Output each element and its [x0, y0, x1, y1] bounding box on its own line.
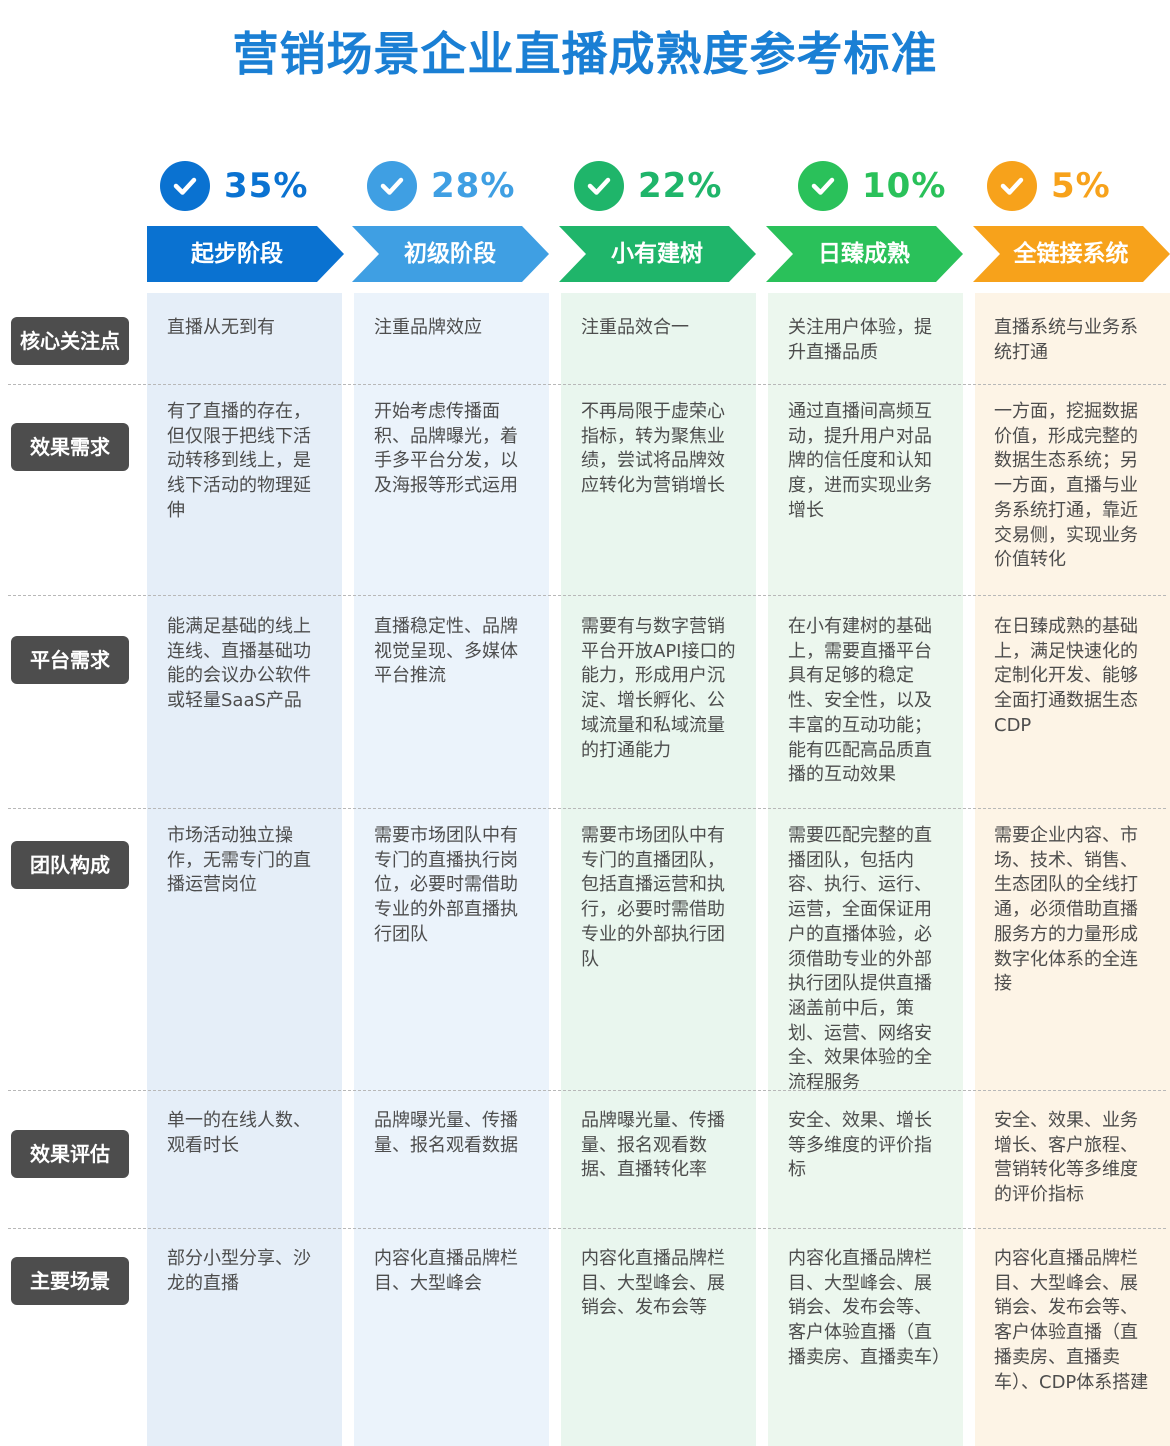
stage-label: 全链接系统: [1013, 241, 1129, 267]
row-label: 效果需求: [11, 423, 129, 471]
stage-percent: 22%: [638, 166, 723, 206]
table-cell: 一方面，挖掘数据价值，形成完整的数据生态系统；另一方面，直播与业务系统打通，靠近…: [994, 401, 1138, 571]
stage-percent-group: 28%: [367, 158, 515, 214]
table-cell: 需要市场团队中有专门的直播团队，包括直播运营和执行，必要时需借助专业的外部执行团…: [581, 825, 725, 970]
row-divider: [8, 1090, 1166, 1091]
table-cell: 内容化直播品牌栏目、大型峰会: [374, 1248, 518, 1294]
table-cell: 单一的在线人数、观看时长: [167, 1110, 311, 1156]
table-cell: 直播从无到有: [167, 317, 275, 338]
table-cell: 安全、效果、增长等多维度的评价指标: [788, 1110, 932, 1181]
stage-percent: 10%: [862, 166, 947, 206]
table-cell: 有了直播的存在，但仅限于把线下活动转移到线上，是线下活动的物理延伸: [167, 401, 311, 521]
stage-column-bg: [768, 293, 963, 1446]
table-cell: 关注用户体验，提升直播品质: [788, 317, 932, 363]
check-circle-icon: [160, 161, 210, 211]
table-cell: 注重品牌效应: [374, 317, 482, 338]
check-circle-icon: [367, 161, 417, 211]
row-divider: [8, 384, 1166, 385]
stage-percent-group: 10%: [798, 158, 946, 214]
table-cell: 需要企业内容、市场、技术、销售、生态团队的全线打通，必须借助直播服务方的力量形成…: [994, 825, 1138, 995]
stage-label: 小有建树: [611, 241, 703, 267]
stage-banner: 小有建树: [559, 226, 756, 282]
table-cell: 内容化直播品牌栏目、大型峰会、展销会、发布会等、客户体验直播（直播卖房、直播卖车…: [994, 1248, 1149, 1393]
table-cell: 不再局限于虚荣心指标，转为聚焦业绩，尝试将品牌效应转化为营销增长: [581, 401, 725, 497]
stage-percent: 5%: [1051, 166, 1111, 206]
table-cell: 注重品效合一: [581, 317, 689, 338]
table-cell: 通过直播间高频互动，提升用户对品牌的信任度和认知度，进而实现业务增长: [788, 401, 932, 521]
stage-label: 起步阶段: [191, 241, 283, 267]
check-circle-icon: [798, 161, 848, 211]
stage-column-bg: [561, 293, 756, 1446]
table-cell: 在日臻成熟的基础上，满足快速化的定制化开发、能够全面打通数据生态CDP: [994, 616, 1138, 736]
table-cell: 内容化直播品牌栏目、大型峰会、展销会、发布会等: [581, 1248, 725, 1319]
check-circle-icon: [987, 161, 1037, 211]
page-title: 营销场景企业直播成熟度参考标准: [232, 27, 938, 81]
stage-column-bg: [354, 293, 549, 1446]
table-cell: 在小有建树的基础上，需要直播平台具有足够的稳定性、安全性，以及丰富的互动功能；能…: [788, 616, 932, 786]
stage-percent: 35%: [224, 166, 309, 206]
row-label: 主要场景: [11, 1257, 129, 1305]
stage-banner: 起步阶段: [147, 226, 344, 282]
table-cell: 直播系统与业务系统打通: [994, 317, 1138, 363]
stage-banner: 初级阶段: [352, 226, 549, 282]
stage-percent-group: 22%: [574, 158, 722, 214]
check-circle-icon: [574, 161, 624, 211]
row-divider: [8, 1228, 1166, 1229]
table-cell: 需要有与数字营销平台开放API接口的能力，形成用户沉淀、增长孵化、公域流量和私域…: [581, 616, 736, 761]
row-divider: [8, 808, 1166, 809]
table-cell: 品牌曝光量、传播量、报名观看数据: [374, 1110, 518, 1156]
stage-column-bg: [147, 293, 342, 1446]
row-divider: [8, 595, 1166, 596]
table-cell: 安全、效果、业务增长、客户旅程、营销转化等多维度的评价指标: [994, 1110, 1138, 1206]
row-label: 平台需求: [11, 636, 129, 684]
stage-banner: 全链接系统: [973, 226, 1170, 282]
table-cell: 内容化直播品牌栏目、大型峰会、展销会、发布会等、客户体验直播（直播卖房、直播卖车…: [788, 1248, 950, 1368]
table-cell: 需要市场团队中有专门的直播执行岗位，必要时需借助专业的外部直播执行团队: [374, 825, 518, 945]
stage-percent-group: 35%: [160, 158, 308, 214]
stage-percent: 28%: [431, 166, 516, 206]
table-cell: 市场活动独立操作，无需专门的直播运营岗位: [167, 825, 311, 896]
row-label: 效果评估: [11, 1130, 129, 1178]
table-cell: 品牌曝光量、传播量、报名观看数据、直播转化率: [581, 1110, 725, 1181]
table-cell: 直播稳定性、品牌视觉呈现、多媒体平台推流: [374, 616, 518, 687]
stage-percent-group: 5%: [987, 158, 1111, 214]
table-cell: 部分小型分享、沙龙的直播: [167, 1248, 311, 1294]
stage-label: 初级阶段: [404, 241, 496, 267]
row-label: 团队构成: [11, 841, 129, 889]
table-cell: 需要匹配完整的直播团队，包括内容、执行、运行、运营，全面保证用户的直播体验，必须…: [788, 825, 932, 1094]
stage-banner: 日臻成熟: [766, 226, 963, 282]
stage-column-bg: [975, 293, 1170, 1446]
stage-label: 日臻成熟: [818, 241, 910, 267]
table-cell: 能满足基础的线上连线、直播基础功能的会议办公软件或轻量SaaS产品: [167, 616, 311, 712]
table-cell: 开始考虑传播面积、品牌曝光，着手多平台分发，以及海报等形式运用: [374, 401, 518, 497]
row-label: 核心关注点: [11, 317, 129, 365]
